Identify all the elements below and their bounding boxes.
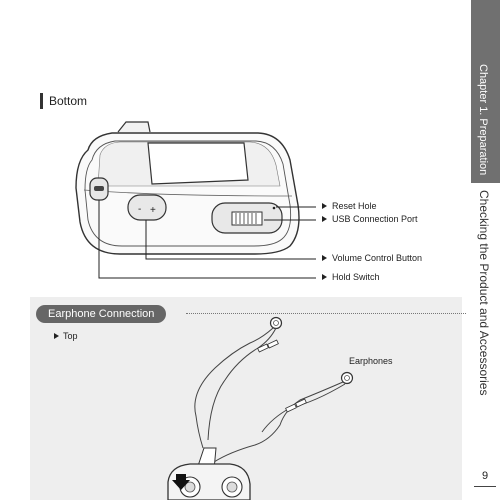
earphone-cable-left (194, 327, 274, 449)
volume-button (127, 194, 167, 221)
pointer-icon (322, 274, 327, 280)
section-title: Checking the Product and Accessories (477, 190, 491, 396)
earbud-left (269, 316, 283, 330)
pointer-icon (322, 203, 327, 209)
bottom-heading: Bottom (40, 93, 87, 109)
chapter-title: Chapter 1. Preparation (477, 64, 489, 176)
section-divider (186, 313, 466, 314)
arrow-down-icon (172, 474, 190, 490)
pointer-icon (54, 333, 59, 339)
top-view-label: Top (54, 331, 78, 341)
device-screen (147, 142, 249, 185)
usb-port-pins (235, 213, 257, 224)
earphone-connection-title: Earphone Connection (36, 305, 167, 323)
earphone-connection-panel (30, 297, 462, 500)
page-number-rule (474, 486, 496, 487)
volume-minus-mark: - (138, 204, 141, 215)
earbud-right (340, 371, 354, 385)
pointer-icon (322, 255, 327, 261)
page-number: 9 (481, 470, 489, 482)
volume-plus-mark: + (150, 205, 156, 216)
section-tab (471, 183, 500, 500)
reset-hole (272, 206, 276, 210)
device-clip (117, 121, 151, 133)
earphone-jack (184, 481, 196, 493)
chapter-tab (471, 0, 500, 183)
callout-reset-hole: Reset Hole (322, 201, 377, 211)
hold-switch-leader (98, 200, 316, 279)
callout-volume-button: Volume Control Button (322, 253, 422, 263)
earphones-label: Earphones (349, 356, 393, 366)
pointer-icon (322, 216, 327, 222)
volume-button-leader (145, 220, 316, 260)
earphone-cable-right (213, 381, 344, 463)
callout-usb-port: USB Connection Port (322, 214, 418, 224)
callout-hold-switch: Hold Switch (322, 272, 380, 282)
